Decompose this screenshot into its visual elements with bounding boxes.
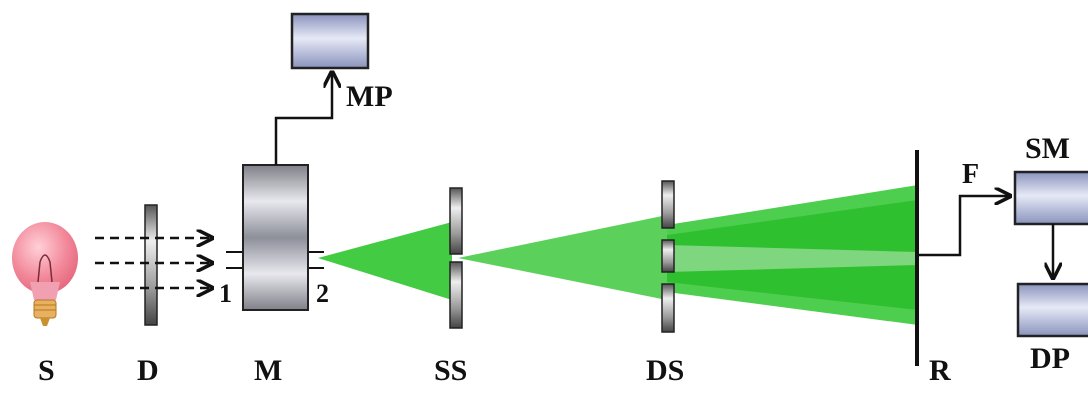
single-slit [449, 187, 463, 329]
double-slit [661, 180, 675, 333]
label-diaphragm: D [137, 354, 159, 387]
label-port-1: 1 [219, 279, 232, 308]
light-bulb-icon [12, 222, 78, 326]
fiber-line [917, 196, 1010, 257]
monochromator [226, 164, 324, 311]
label-double-slit: DS [646, 354, 684, 387]
label-single-slit: SS [434, 354, 467, 387]
label-source: S [38, 354, 55, 387]
display-box [1016, 282, 1088, 338]
label-port-2: 2 [316, 279, 329, 308]
label-monitor: MP [346, 80, 393, 113]
green-beam [318, 185, 918, 325]
label-fiber: F [962, 159, 979, 190]
label-display: DP [1030, 342, 1070, 375]
label-spectrometer: SM [1025, 132, 1070, 165]
label-screen: R [929, 354, 951, 387]
monitor-connection-line [274, 72, 332, 165]
label-monochromator: M [254, 354, 282, 387]
spectrometer-box [1013, 170, 1088, 226]
monitor-box [290, 12, 370, 70]
incident-light-arrows [95, 238, 212, 288]
diaphragm [144, 204, 158, 326]
